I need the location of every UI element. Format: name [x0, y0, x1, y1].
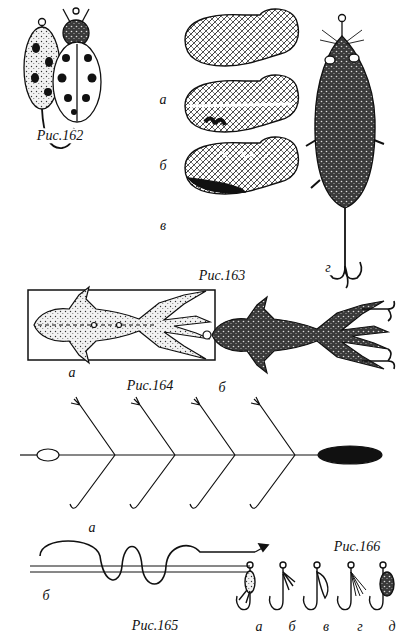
figure-letter: б: [216, 380, 227, 395]
figure-number: Рис.163: [197, 268, 247, 283]
figure-letter: д: [386, 619, 397, 634]
figure-letter: б: [40, 588, 51, 603]
figure-number: Рис.165: [130, 618, 180, 633]
figure-letter: а: [67, 365, 78, 380]
figure-letter: б: [157, 158, 168, 173]
figure-letter: а: [158, 92, 169, 107]
figure-letter: г: [323, 260, 332, 275]
figure-number: Рис.162: [35, 128, 85, 143]
figure-letter: а: [254, 619, 265, 634]
figure-number: Рис.166: [332, 539, 382, 554]
figure-letter: г: [355, 619, 364, 634]
figure-letter: б: [286, 619, 297, 634]
figure-letter: в: [321, 619, 331, 634]
figure-letter: а: [87, 520, 98, 535]
figure-number: Рис.164: [125, 378, 175, 393]
figure-letter: в: [158, 218, 168, 233]
